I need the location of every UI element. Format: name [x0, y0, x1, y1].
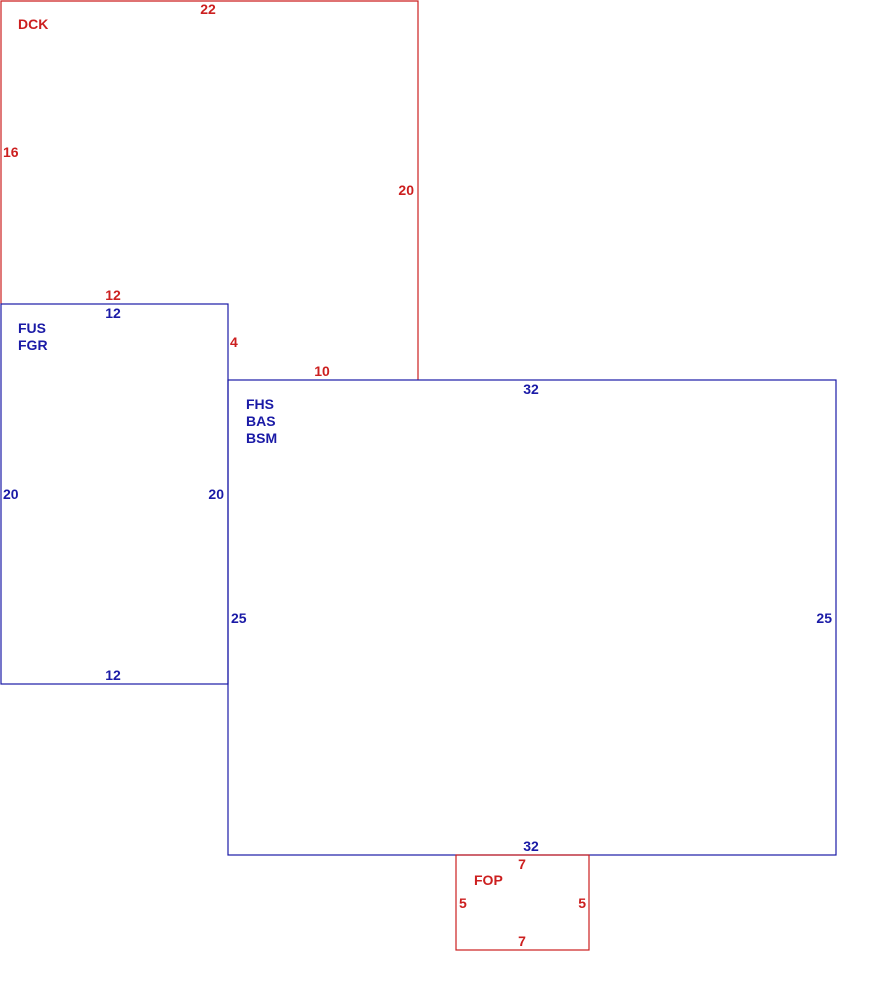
- fop-dim-right: 5: [578, 895, 586, 911]
- fhs-dim-right: 25: [816, 610, 832, 626]
- fus-dim-left: 20: [3, 486, 19, 502]
- dck-dim-left: 16: [3, 144, 19, 160]
- fop-dim-left: 5: [459, 895, 467, 911]
- fhs-outline: [227, 379, 837, 856]
- fus-code: FUS: [18, 320, 46, 336]
- dck-dim-right: 20: [398, 182, 414, 198]
- bas-code: BAS: [246, 413, 276, 429]
- fhs-dim-top: 32: [523, 381, 539, 397]
- dck-code: DCK: [18, 16, 48, 32]
- dck-dim-bottom-right: 10: [314, 363, 330, 379]
- fop-dim-top: 7: [518, 856, 526, 872]
- fop-dim-bottom: 7: [518, 933, 526, 949]
- fop-outline: [455, 854, 590, 951]
- dck-outline: [0, 0, 419, 380]
- fus-dim-bottom: 12: [105, 667, 121, 683]
- dck-dim-top: 22: [200, 1, 216, 17]
- fus-dim-top: 12: [105, 305, 121, 321]
- fus-dim-right: 20: [208, 486, 224, 502]
- fgr-code: FGR: [18, 337, 48, 353]
- fhs-dim-bottom: 32: [523, 838, 539, 854]
- fus-outline: [0, 303, 229, 685]
- fhs-code: FHS: [246, 396, 274, 412]
- bsm-code: BSM: [246, 430, 277, 446]
- dck-dim-step: 4: [230, 334, 238, 350]
- fhs-dim-left: 25: [231, 610, 247, 626]
- dck-dim-bottom-left: 12: [105, 287, 121, 303]
- fop-code: FOP: [474, 872, 503, 888]
